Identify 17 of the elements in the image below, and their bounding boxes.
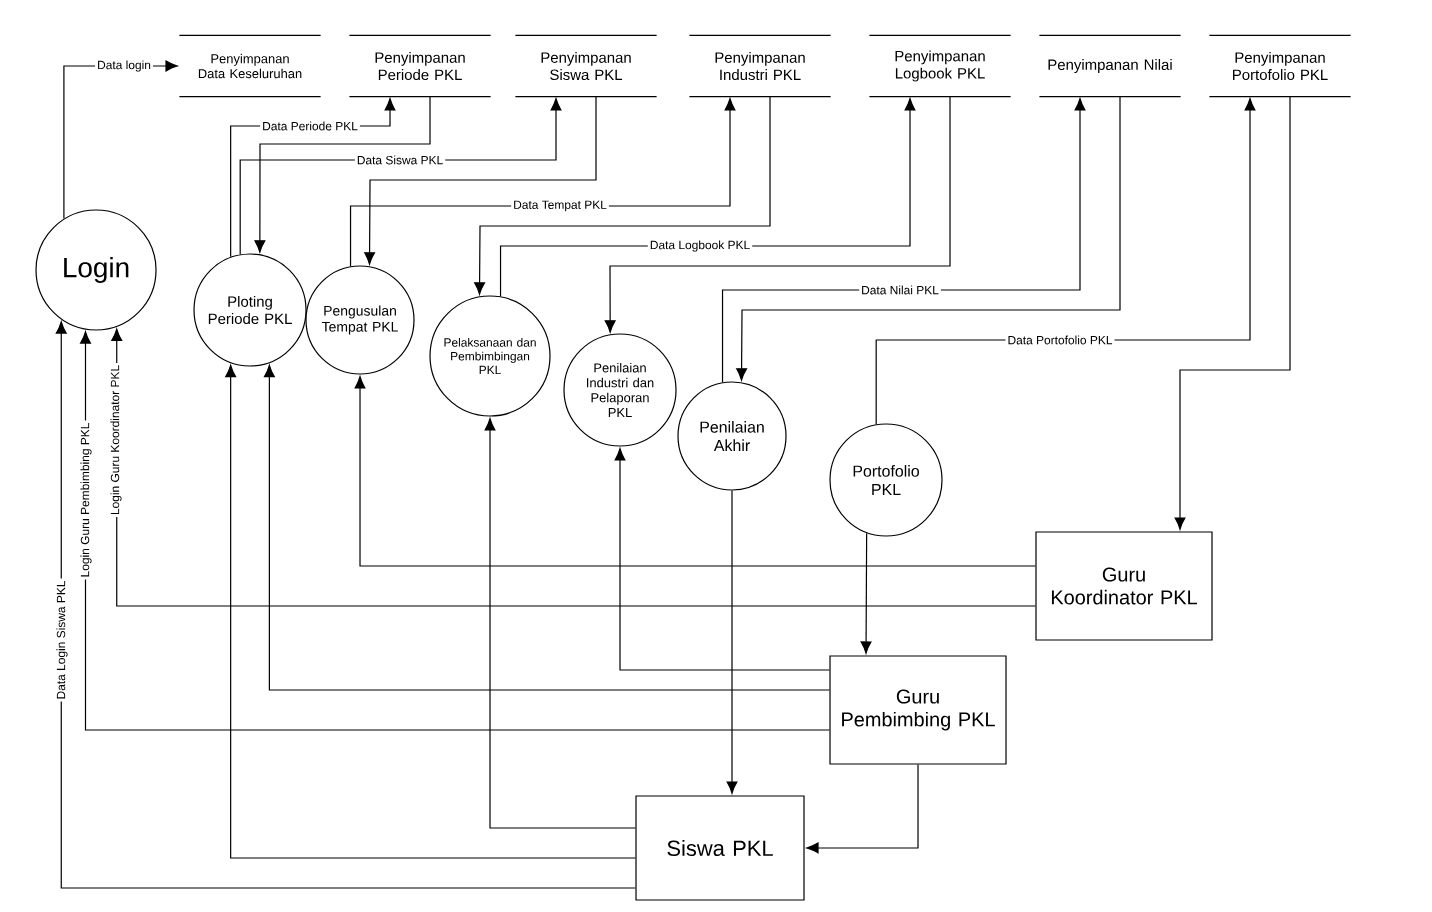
arrow — [860, 532, 872, 654]
arrow — [604, 96, 951, 333]
entity-box: Guru Koordinator PKL — [1035, 531, 1213, 641]
arrow — [254, 96, 431, 253]
arrow — [726, 490, 738, 794]
arrow — [474, 96, 771, 295]
arrow — [354, 376, 1036, 567]
arrow — [484, 418, 636, 829]
arrow — [806, 764, 919, 854]
arrow — [364, 96, 597, 265]
arrow — [55, 321, 636, 889]
entity-box: Siswa PKL — [635, 795, 805, 901]
arrow — [263, 364, 830, 691]
arrow — [225, 364, 636, 859]
entity-box: Guru Pembimbing PKL — [829, 655, 1007, 765]
arrow — [614, 448, 830, 671]
arrow — [1174, 96, 1291, 530]
